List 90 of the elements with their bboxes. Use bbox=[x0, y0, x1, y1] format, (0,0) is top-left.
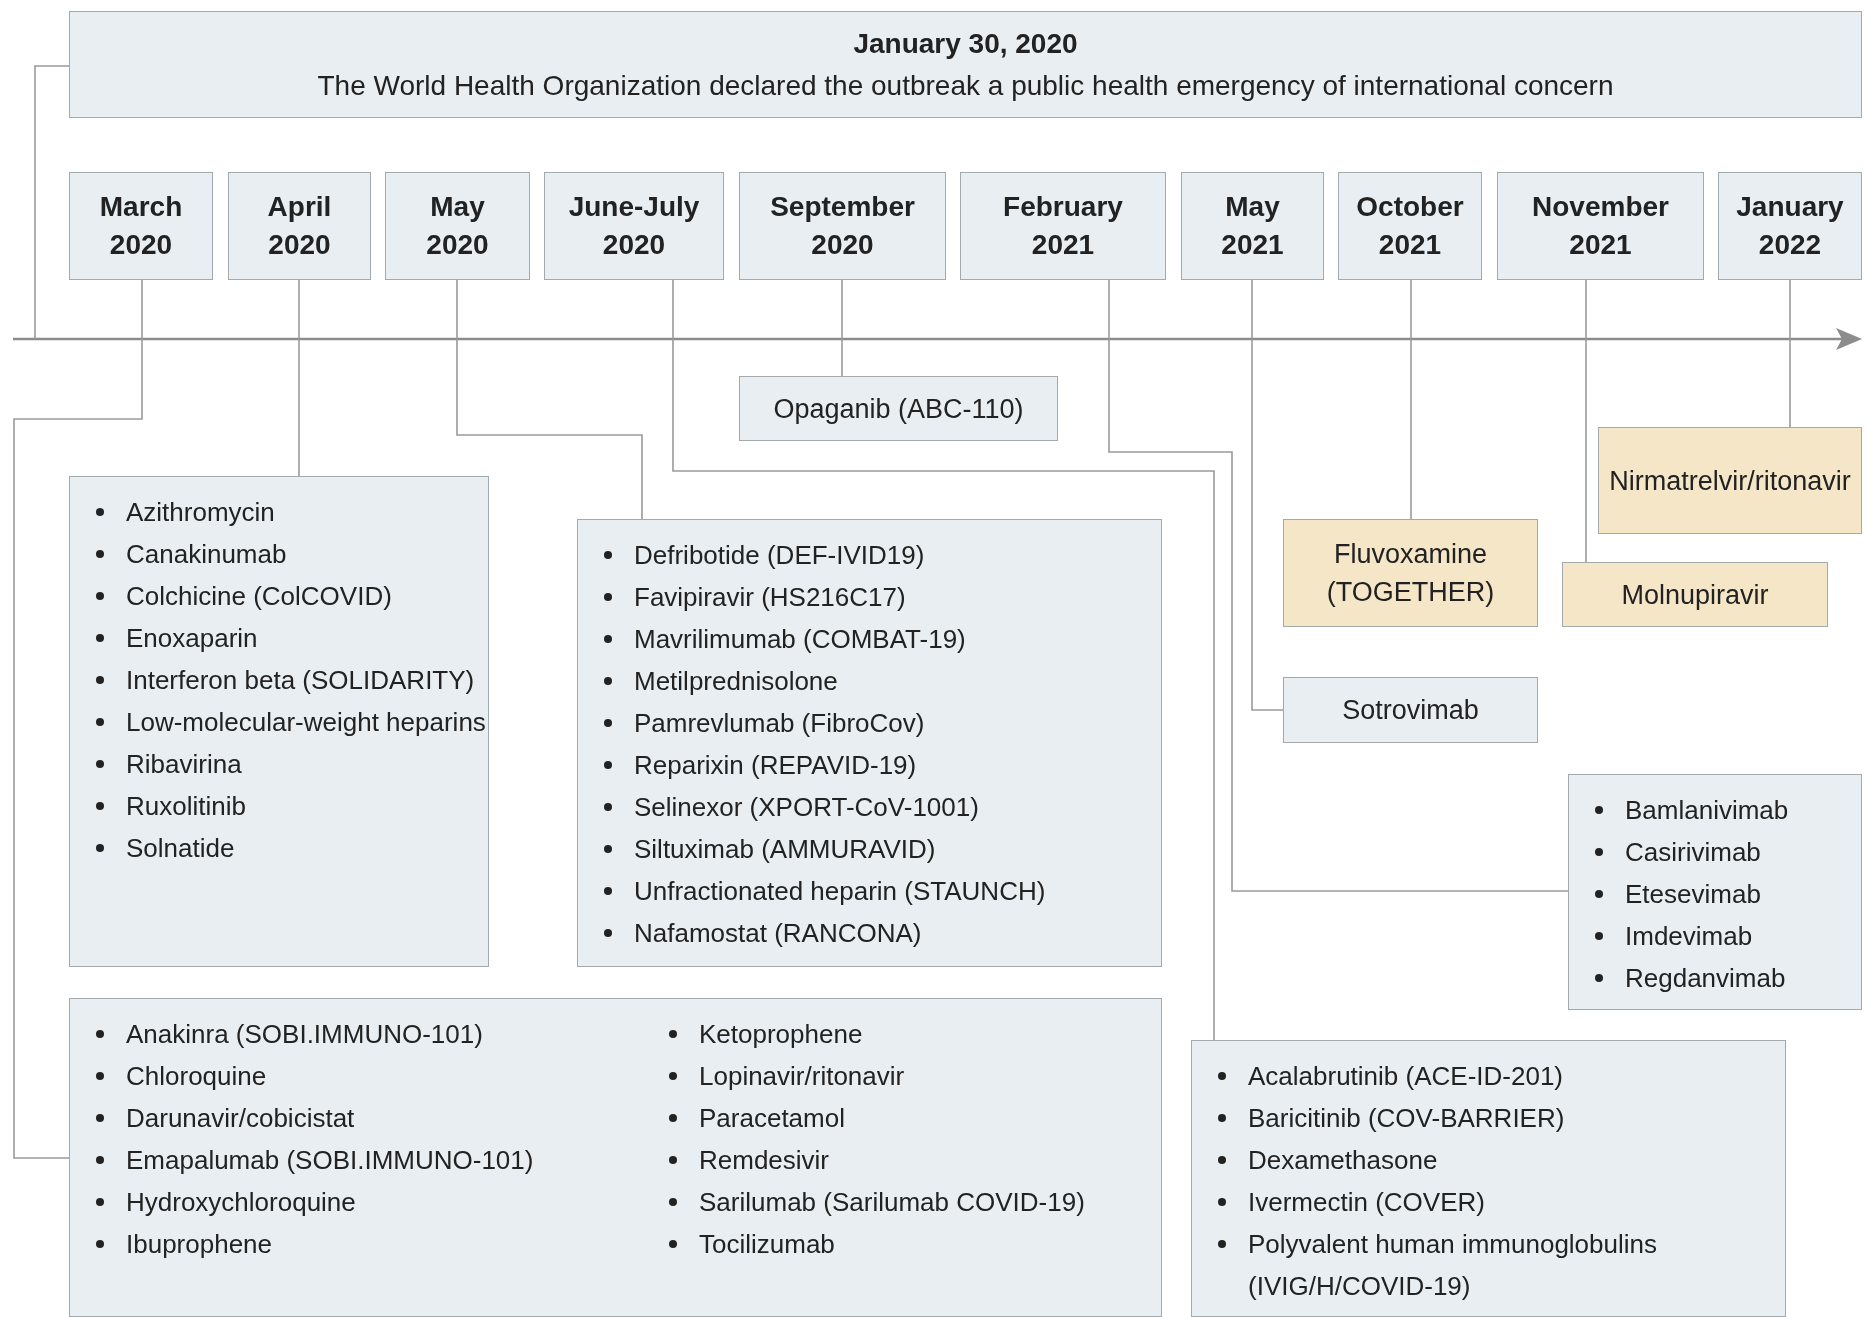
connector-line bbox=[456, 279, 643, 520]
date-label: May 2021 bbox=[1220, 190, 1285, 262]
date-label: November 2021 bbox=[1531, 190, 1670, 262]
date-box bbox=[385, 172, 530, 280]
list-item: Hydroxychloroquine bbox=[126, 1187, 356, 1217]
list-item: Reparixin (REPAVID-19) bbox=[634, 750, 917, 780]
list-item: Lopinavir/ritonavir bbox=[699, 1061, 905, 1091]
list-item: Enoxaparin bbox=[126, 623, 258, 653]
list-item: Unfractionated heparin (STAUNCH) bbox=[634, 876, 1046, 906]
connector-line bbox=[13, 279, 143, 1159]
date-label: March 2020 bbox=[98, 190, 184, 262]
event-date: January 30, 2020 bbox=[853, 26, 1078, 61]
date-label: June-July 2020 bbox=[567, 190, 701, 262]
date-box bbox=[960, 172, 1166, 280]
connector-line bbox=[1251, 279, 1284, 711]
list-item: Anakinra (SOBI.IMMUNO-101) bbox=[126, 1019, 483, 1049]
connector-line bbox=[1108, 279, 1569, 892]
list-item: Colchicine (ColCOVID) bbox=[126, 581, 392, 611]
date-label: January 2022 bbox=[1735, 190, 1845, 262]
list-item: Ribavirina bbox=[126, 749, 242, 779]
list-item: Tocilizumab bbox=[699, 1229, 835, 1259]
list-item: Canakinumab bbox=[126, 539, 287, 569]
date-box bbox=[1497, 172, 1704, 280]
drug-box bbox=[1598, 427, 1862, 534]
list-item: Dexamethasone bbox=[1248, 1145, 1438, 1175]
list-item: Siltuximab (AMMURAVID) bbox=[634, 834, 936, 864]
list-item: Pamrevlumab (FibroCov) bbox=[634, 708, 925, 738]
drug-box bbox=[1283, 677, 1538, 743]
list-item: Regdanvimab bbox=[1625, 963, 1786, 993]
list-item: Defribotide (DEF-IVID19) bbox=[634, 540, 925, 570]
list-item: Favipiravir (HS216C17) bbox=[634, 582, 906, 612]
connector-line bbox=[1585, 279, 1587, 563]
list-item: Azithromycin bbox=[126, 497, 275, 527]
date-label: April 2020 bbox=[266, 190, 333, 262]
drug-box bbox=[1283, 519, 1538, 627]
connector-line bbox=[1789, 279, 1791, 428]
drug-name: Molnupiravir bbox=[1621, 578, 1769, 612]
list-item: Ruxolitinib bbox=[126, 791, 246, 821]
date-label: May 2020 bbox=[425, 190, 490, 262]
drug-list-box bbox=[577, 519, 1162, 967]
list-item: Polyvalent human immunoglobulins (IVIG/H/COVID-19) bbox=[1248, 1229, 1657, 1301]
date-box bbox=[228, 172, 371, 280]
list-item: Sarilumab (Sarilumab COVID-19) bbox=[699, 1187, 1085, 1217]
list-item: Casirivimab bbox=[1625, 837, 1761, 867]
list-item: Ketoprophene bbox=[699, 1019, 863, 1049]
list-item: Ibuprophene bbox=[126, 1229, 273, 1259]
list-item: Remdesivir bbox=[699, 1145, 830, 1175]
connector-line bbox=[672, 279, 1215, 1041]
list-item: Imdevimab bbox=[1625, 921, 1753, 951]
drug-list-box bbox=[1191, 1040, 1786, 1317]
list-item: Selinexor (XPORT-CoV-1001) bbox=[634, 792, 979, 822]
drug-list-box bbox=[69, 476, 489, 967]
date-label: February 2021 bbox=[1002, 190, 1124, 262]
drug-list-box bbox=[1568, 774, 1862, 1010]
list-item: Solnatide bbox=[126, 833, 235, 863]
drug-box bbox=[1562, 562, 1828, 627]
date-label: October 2021 bbox=[1355, 190, 1465, 262]
list-item: Emapalumab (SOBI.IMMUNO-101) bbox=[126, 1145, 534, 1175]
list-item: Mavrilimumab (COMBAT-19) bbox=[634, 624, 966, 654]
list-item: Bamlanivimab bbox=[1625, 795, 1789, 825]
drug-list-box bbox=[69, 998, 1162, 1317]
list-item: Metilprednisolone bbox=[634, 666, 838, 696]
date-box bbox=[1718, 172, 1862, 280]
list-item: Darunavir/cobicistat bbox=[126, 1103, 355, 1133]
list-item: Chloroquine bbox=[126, 1061, 267, 1091]
list-item: Etesevimab bbox=[1625, 879, 1761, 909]
drug-name: Opaganib (ABC-110) bbox=[773, 392, 1024, 426]
drug-box bbox=[739, 376, 1058, 441]
date-box bbox=[1338, 172, 1482, 280]
list-item: Ivermectin (COVER) bbox=[1248, 1187, 1485, 1217]
list-item: Low-molecular-weight heparins bbox=[126, 707, 486, 737]
date-box bbox=[1181, 172, 1324, 280]
connector-line bbox=[1410, 279, 1412, 520]
event-description: The World Health Organization declared the outbreak a public health emergency of international concern bbox=[317, 68, 1614, 103]
date-label: September 2020 bbox=[769, 190, 916, 262]
list-item: Nafamostat (RANCONA) bbox=[634, 918, 922, 948]
list-item: Acalabrutinib (ACE-ID-201) bbox=[1248, 1061, 1563, 1091]
date-box bbox=[69, 172, 213, 280]
date-box bbox=[544, 172, 724, 280]
list-item: Paracetamol bbox=[699, 1103, 845, 1133]
drug-name: Sotrovimab bbox=[1342, 694, 1479, 727]
connector-line bbox=[298, 279, 300, 477]
event-box bbox=[69, 11, 1862, 118]
connector-line bbox=[34, 65, 70, 340]
list-item: Interferon beta (SOLIDARITY) bbox=[126, 665, 475, 695]
connector-line bbox=[841, 279, 843, 377]
list-item: Baricitinib (COV-BARRIER) bbox=[1248, 1103, 1565, 1133]
drug-name: Nirmatrelvir/ritonavir bbox=[1609, 464, 1851, 498]
drug-name: Fluvoxamine (TOGETHER) bbox=[1325, 538, 1496, 609]
date-box bbox=[739, 172, 946, 280]
